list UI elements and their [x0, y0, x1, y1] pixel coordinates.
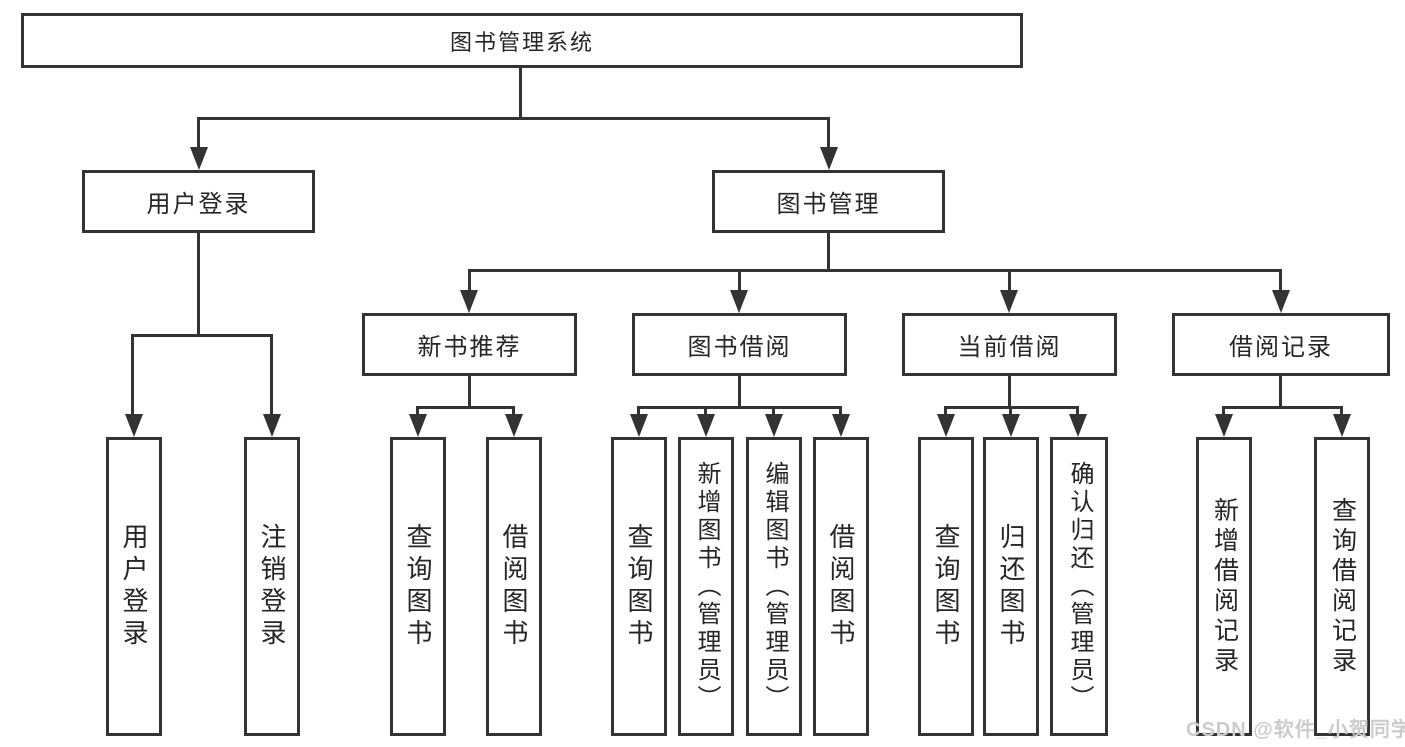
- node-new-book-recommend-label: 新书推荐: [417, 334, 522, 361]
- leaf-edit-book-admin-label: 编辑图书（管理员）: [761, 460, 788, 713]
- node-book-borrow-label: 图书借阅: [687, 334, 792, 361]
- leaf-logout: 注销登录: [244, 437, 300, 736]
- arrowhead-leaf: [1333, 414, 1351, 437]
- connector-new-book-stem: [468, 374, 471, 408]
- arrowhead-new-book: [460, 290, 478, 313]
- arrowhead-leaf: [1215, 414, 1233, 437]
- connector-book-borrow-drop: [738, 269, 741, 293]
- node-current-borrow-label: 当前借阅: [957, 334, 1062, 361]
- leaf-user-login-label: 用户登录: [119, 522, 149, 651]
- arrowhead-leaf: [630, 414, 648, 437]
- arrowhead-leaf: [1002, 414, 1020, 437]
- leaf-query-books-current: 查询图书: [918, 437, 974, 736]
- leaf-borrow-books-recommend-label: 借阅图书: [499, 522, 529, 651]
- arrowhead-leaf: [409, 414, 427, 437]
- leaf-borrow-books-recommend: 借阅图书: [486, 437, 542, 736]
- leaf-query-borrow-record-label: 查询借阅记录: [1328, 496, 1357, 677]
- arrowhead-leaf-user-login: [125, 414, 143, 437]
- connector-current-borrow-stem: [1008, 374, 1011, 408]
- leaf-query-books-borrow-label: 查询图书: [624, 522, 654, 651]
- connector-leaf-drop: [1009, 406, 1012, 418]
- connector-level2-bar: [468, 269, 1282, 272]
- node-borrow-records-label: 借阅记录: [1229, 334, 1333, 361]
- connector-borrow-records-stem: [1279, 374, 1282, 408]
- connector-book-borrow-stem: [738, 374, 741, 408]
- arrowhead-user-login: [190, 147, 208, 170]
- connector-new-book-drop: [468, 269, 471, 293]
- leaf-add-borrow-record-label: 新增借阅记录: [1210, 496, 1239, 677]
- leaf-add-book-admin-label: 新增图书（管理员）: [693, 460, 720, 713]
- connector-leaf-drop: [839, 406, 842, 418]
- connector-leaf-drop: [416, 406, 419, 418]
- node-library-system-label: 图书管理系统: [449, 29, 594, 55]
- arrowhead-book-borrow: [730, 290, 748, 313]
- leaf-query-books-current-label: 查询图书: [931, 522, 961, 651]
- arrowhead-leaf-logout: [263, 414, 281, 437]
- node-new-book-recommend: 新书推荐: [362, 313, 577, 376]
- leaf-add-borrow-record: 新增借阅记录: [1196, 437, 1252, 736]
- arrowhead-book-mgmt: [820, 147, 838, 170]
- node-borrow-records: 借阅记录: [1172, 313, 1390, 376]
- connector-leaf-logout-drop: [270, 334, 273, 416]
- node-book-management: 图书管理: [712, 170, 945, 233]
- node-current-borrow: 当前借阅: [902, 313, 1117, 376]
- connector-user-login-bar: [131, 334, 273, 337]
- connector-user-login-stem: [197, 231, 200, 336]
- connector-borrow-records-bar: [1222, 406, 1343, 409]
- node-book-management-label: 图书管理: [776, 191, 881, 218]
- arrowhead-leaf: [1069, 414, 1087, 437]
- leaf-borrow-books: 借阅图书: [813, 437, 869, 736]
- leaf-add-book-admin: 新增图书（管理员）: [678, 437, 734, 736]
- node-user-login: 用户登录: [82, 170, 315, 233]
- connector-new-book-bar: [416, 406, 515, 409]
- connector-current-borrow-drop: [1008, 269, 1011, 293]
- leaf-confirm-return-admin-label: 确认归还（管理员）: [1066, 460, 1093, 713]
- csdn-watermark: CSDN @软件_小贺同学: [1186, 719, 1405, 741]
- leaf-query-books-recommend-label: 查询图书: [403, 522, 433, 651]
- node-user-login-label: 用户登录: [146, 191, 251, 218]
- connector-root-stem: [519, 66, 522, 118]
- connector-leaf-drop: [637, 406, 640, 418]
- connector-leaf-drop: [1076, 406, 1079, 418]
- connector-user-login-drop: [197, 117, 200, 150]
- connector-book-mgmt-stem: [827, 231, 830, 271]
- arrowhead-borrow-records: [1272, 290, 1290, 313]
- connector-book-borrow-bar: [637, 406, 842, 409]
- arrowhead-leaf: [505, 414, 523, 437]
- node-library-system: 图书管理系统: [21, 13, 1023, 68]
- connector-leaf-user-login-drop: [131, 334, 134, 416]
- connector-leaf-drop: [772, 406, 775, 418]
- leaf-confirm-return-admin: 确认归还（管理员）: [1050, 437, 1108, 736]
- connector-leaf-drop: [944, 406, 947, 418]
- leaf-query-books-borrow: 查询图书: [611, 437, 667, 736]
- arrowhead-leaf: [937, 414, 955, 437]
- connector-leaf-drop: [1340, 406, 1343, 418]
- connector-leaf-drop: [512, 406, 515, 418]
- connector-leaf-drop: [704, 406, 707, 418]
- leaf-user-login: 用户登录: [106, 437, 162, 736]
- connector-borrow-records-drop: [1279, 269, 1282, 293]
- connector-leaf-drop: [1222, 406, 1225, 418]
- leaf-return-books-label: 归还图书: [996, 522, 1026, 651]
- arrowhead-leaf: [765, 414, 783, 437]
- node-book-borrow: 图书借阅: [632, 313, 847, 376]
- leaf-query-borrow-record: 查询借阅记录: [1314, 437, 1370, 736]
- arrowhead-leaf: [697, 414, 715, 437]
- leaf-edit-book-admin: 编辑图书（管理员）: [746, 437, 802, 736]
- leaf-logout-label: 注销登录: [257, 522, 287, 651]
- arrowhead-current-borrow: [1000, 290, 1018, 313]
- connector-book-mgmt-drop: [827, 117, 830, 150]
- leaf-return-books: 归还图书: [983, 437, 1039, 736]
- arrowhead-leaf: [832, 414, 850, 437]
- connector-level1-bar: [197, 117, 830, 120]
- leaf-query-books-recommend: 查询图书: [390, 437, 446, 736]
- leaf-borrow-books-label: 借阅图书: [826, 522, 856, 651]
